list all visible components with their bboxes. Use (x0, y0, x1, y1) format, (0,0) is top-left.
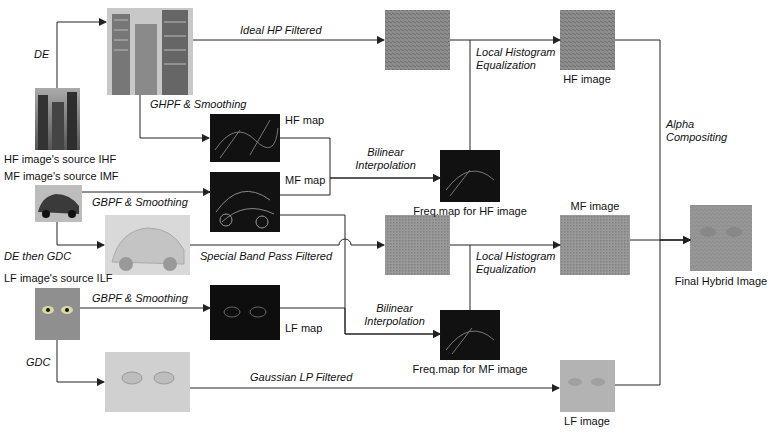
step-label: Special Band Pass Filtered (200, 250, 332, 263)
image-node: HF map (210, 114, 280, 162)
edge-label: GBPF & Smoothing (92, 292, 188, 305)
image-node: Final Hybrid Image (690, 205, 752, 271)
edge-label: Local Histogram Equalization (476, 250, 556, 276)
edge-label: Bilinear Interpolation (338, 146, 433, 172)
image-node: Freq.map for HF image (440, 150, 500, 202)
image-node: HF image's source IHF (35, 88, 80, 150)
step-label: GDC (26, 356, 50, 369)
image-node: HF image (560, 10, 615, 70)
connector (470, 245, 560, 310)
step-label: Ideal HP Filtered (240, 24, 322, 37)
edge-label: Alpha Compositing (666, 118, 736, 144)
image-node: LF image's source ILF (35, 288, 80, 340)
connector (470, 40, 560, 150)
image-node: MF map (210, 172, 280, 232)
connector (82, 192, 210, 193)
edge-label: Local Histogram Equalization (476, 46, 556, 72)
image-caption: LF image (564, 415, 610, 428)
image-node: LF map (210, 285, 280, 340)
image-node: MF image's source IMF (35, 185, 82, 222)
image-caption: HF image (563, 73, 611, 86)
connector (280, 138, 440, 178)
image-caption: MF image's source IMF (4, 170, 119, 183)
image-caption: HF map (285, 114, 324, 127)
connector (280, 215, 440, 334)
step-label: Gaussian LP Filtered (250, 371, 352, 384)
image-caption: Freq.map for HF image (413, 205, 527, 218)
step-label: GHPF & Smoothing (150, 98, 246, 111)
connector (80, 308, 210, 309)
image-caption: Freq.map for MF image (413, 363, 528, 376)
image-node: MF image (560, 215, 630, 275)
image-caption: LF image's source ILF (4, 272, 112, 285)
image-node: Freq.map for MF image (440, 310, 500, 360)
step-label: DE then GDC (4, 250, 71, 263)
image-node: LF image (560, 360, 615, 412)
step-label: DE (34, 48, 49, 61)
image-caption: MF map (285, 174, 325, 187)
image-caption: LF map (285, 322, 322, 335)
edge-label: Bilinear Interpolation (352, 302, 437, 328)
edge-label: GBPF & Smoothing (92, 196, 188, 209)
connector (615, 240, 690, 385)
image-caption: HF image's source IHF (4, 153, 116, 166)
image-caption: Final Hybrid Image (675, 275, 767, 288)
image-caption: MF image (571, 200, 620, 213)
